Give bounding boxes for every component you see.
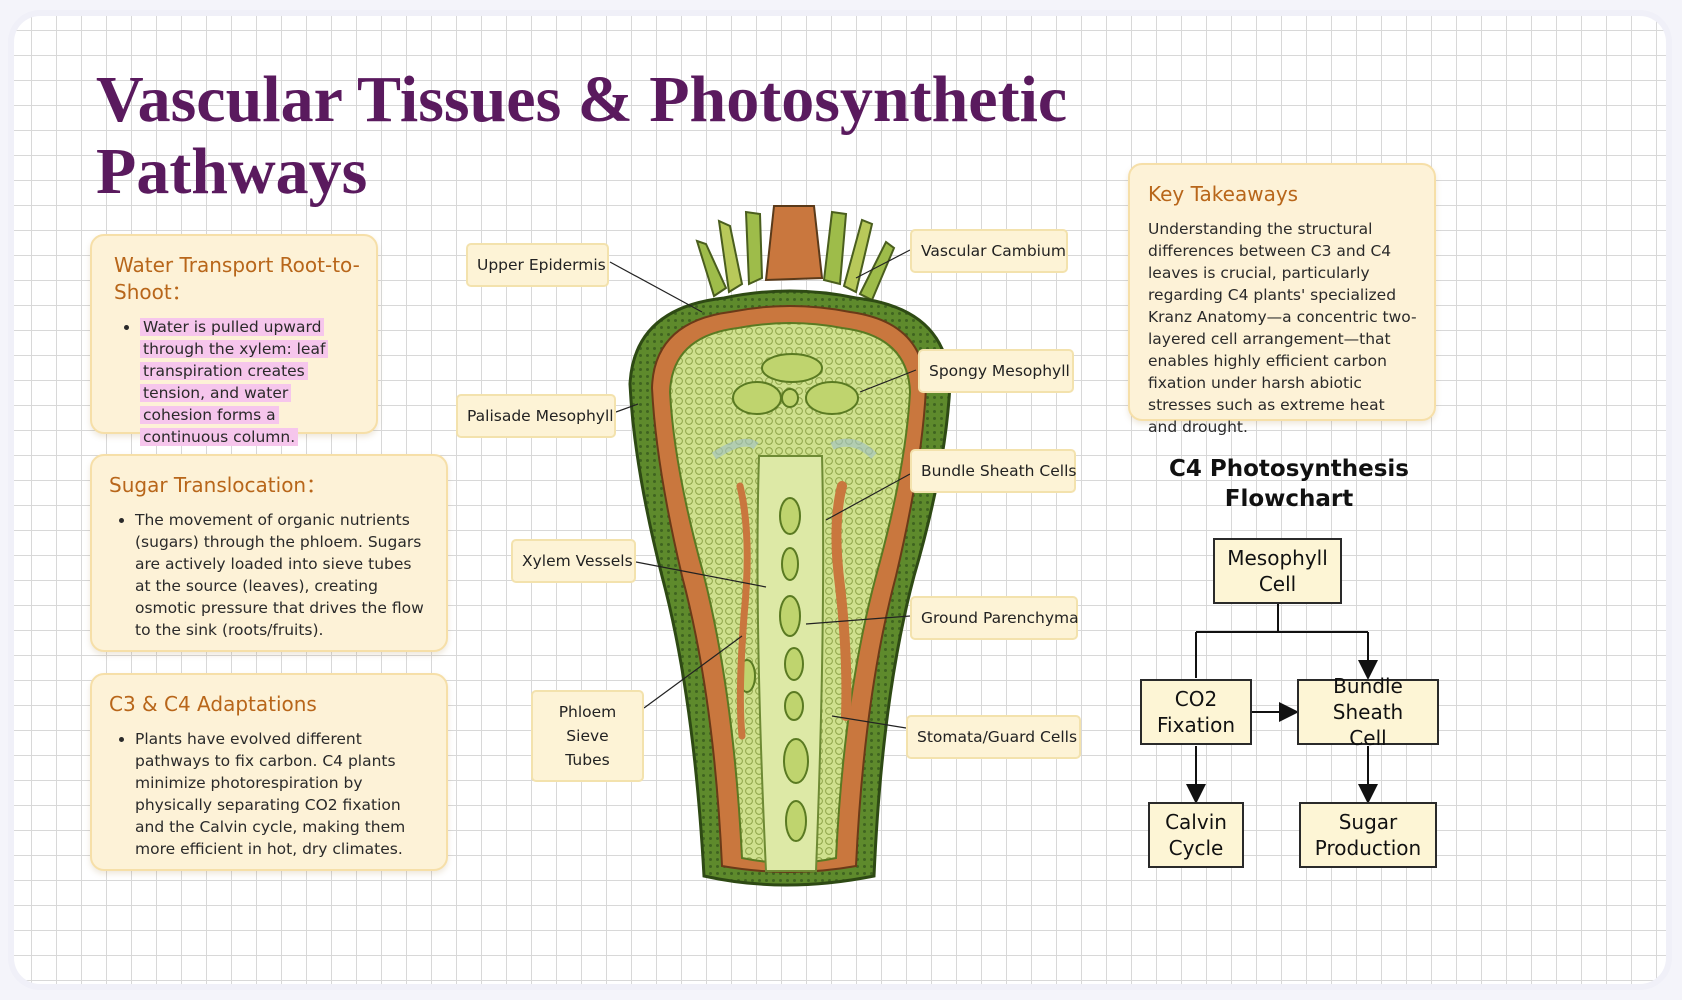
sugar-translocation-item: The movement of organic nutrients (sugar… [135,509,430,641]
node-calvin-cycle: Calvin Cycle [1148,802,1244,868]
c3-c4-list: Plants have evolved different pathways t… [109,728,430,860]
top-fronds [695,205,896,302]
c3-c4-heading: C3 & C4 Adaptations [109,692,317,716]
sugar-translocation-card: Sugar Translocation： The movement of org… [90,454,448,652]
key-takeaways-text: Understanding the structural differences… [1148,220,1417,436]
key-takeaways-card: Key Takeaways Understanding the structur… [1128,163,1436,436]
water-transport-list: Water is pulled upward through the xylem… [114,316,360,448]
water-transport-heading: Water Transport Root-to-Shoot： [114,253,360,304]
flowchart-connectors [1186,604,1378,804]
label-bundle-sheath-cells: Bundle Sheath Cells [910,449,1076,493]
sugar-translocation-list: The movement of organic nutrients (sugar… [109,509,430,641]
label-ground-parenchyma: Ground Parenchyma [910,596,1079,640]
canvas: Vascular Tissues & Photosynthetic Pathwa… [14,16,1666,984]
key-takeaways-heading: Key Takeaways [1148,182,1299,206]
node-bundle-sheath-cell: Bundle Sheath Cell [1297,674,1439,750]
label-stomata-guard-cells: Stomata/Guard Cells [906,715,1081,759]
page-title: Vascular Tissues & Photosynthetic Pathwa… [96,63,1068,208]
water-transport-item: Water is pulled upward through the xylem… [140,316,360,448]
leaf-cross-section-illustration [609,205,952,887]
label-spongy-mesophyll: Spongy Mesophyll [918,349,1074,393]
c3-c4-card: C3 & C4 Adaptations Plants have evolved … [90,673,448,871]
label-xylem-vessels: Xylem Vessels [511,539,636,583]
node-sugar-production: Sugar Production [1299,802,1437,868]
label-vascular-cambium: Vascular Cambium [910,229,1068,273]
label-upper-epidermis: Upper Epidermis [466,243,609,287]
label-palisade-mesophyll: Palisade Mesophyll [456,394,616,438]
node-mesophyll-cell: Mesophyll Cell [1213,538,1342,604]
flowchart-title: C4 Photosynthesis Flowchart [1168,456,1409,512]
c3-c4-item: Plants have evolved different pathways t… [135,728,430,860]
leader-lines [609,249,917,729]
node-co2-fixation: CO2 Fixation [1140,679,1252,745]
water-transport-card: Water Transport Root-to-Shoot： Water is … [90,234,378,446]
sugar-translocation-heading: Sugar Translocation： [109,473,327,497]
label-phloem-sieve-tubes: Phloem Sieve Tubes [531,690,644,782]
